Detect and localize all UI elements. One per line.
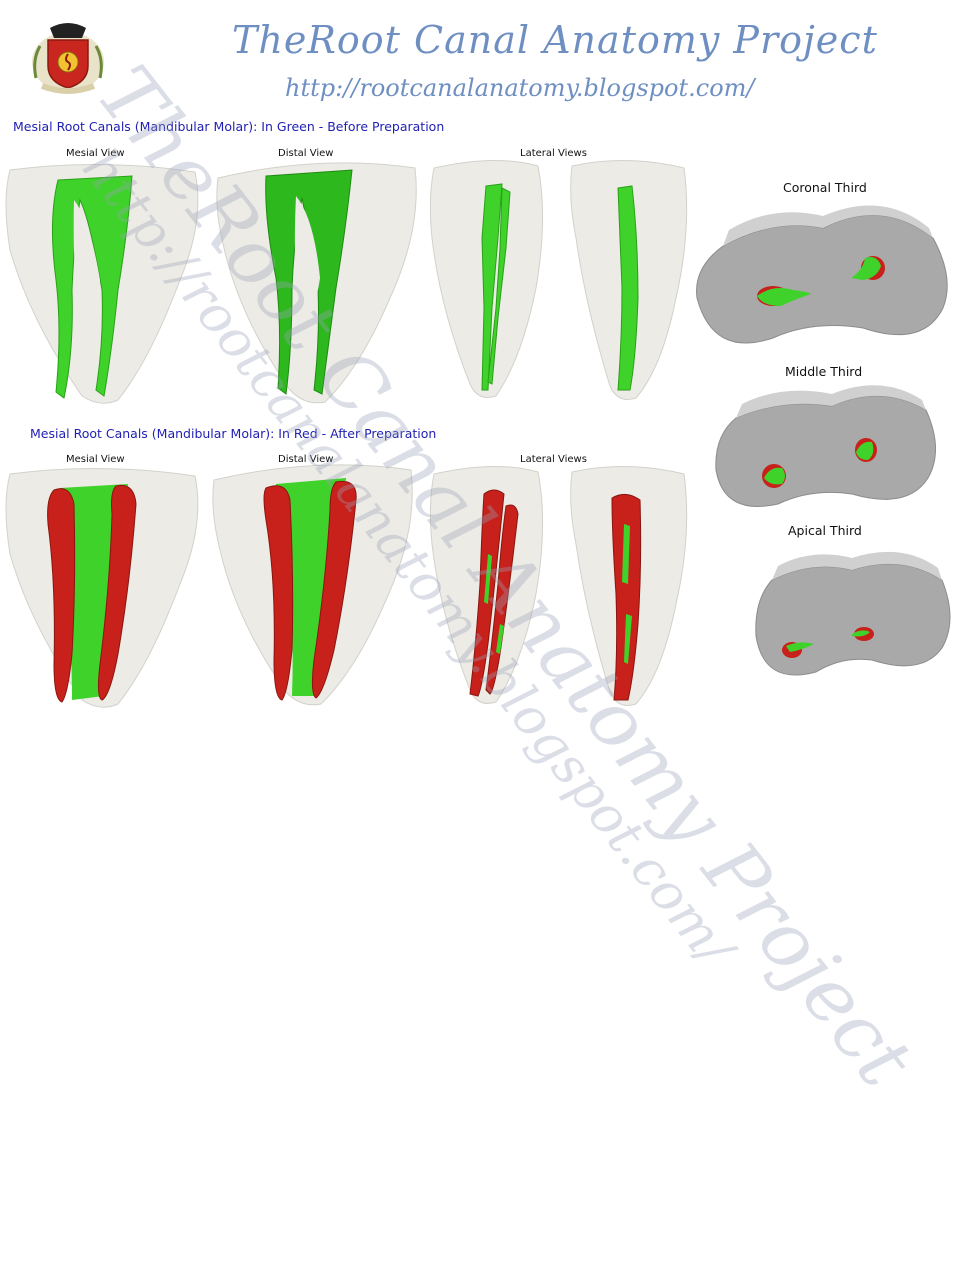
view-label-distal-after: Distal View: [278, 454, 334, 465]
label-middle-third: Middle Third: [785, 364, 863, 379]
view-label-distal-before: Distal View: [278, 148, 334, 159]
view-label-mesial-before: Mesial View: [66, 148, 125, 159]
tooth-distal-view-before: [216, 162, 417, 404]
section-title-before: Mesial Root Canals (Mandibular Molar): I…: [13, 119, 445, 134]
cross-section-coronal: [696, 205, 948, 344]
site-title: TheRoot Canal Anatomy Project: [232, 18, 878, 62]
tooth-distal-view-after: [212, 464, 413, 706]
label-coronal-third: Coronal Third: [783, 180, 867, 195]
tooth-lateral-view-1-before: [429, 159, 544, 398]
view-label-lateral-after: Lateral Views: [520, 454, 587, 465]
site-url: http://rootcanalanatomy.blogspot.com/: [285, 74, 755, 102]
shield-emblem-icon: [32, 23, 104, 94]
logo: [28, 16, 108, 94]
section-title-after: Mesial Root Canals (Mandibular Molar): I…: [30, 426, 437, 441]
cross-section-apical: [755, 551, 951, 676]
tooth-mesial-view-before: [5, 163, 199, 404]
label-apical-third: Apical Third: [788, 523, 862, 538]
tooth-mesial-view-after: [5, 467, 199, 708]
tooth-lateral-view-1-after: [429, 465, 544, 704]
tooth-lateral-view-2-before: [570, 159, 688, 400]
tooth-lateral-view-2-after: [570, 465, 688, 706]
view-label-mesial-after: Mesial View: [66, 454, 125, 465]
cross-section-middle: [715, 385, 937, 507]
view-label-lateral-before: Lateral Views: [520, 148, 587, 159]
